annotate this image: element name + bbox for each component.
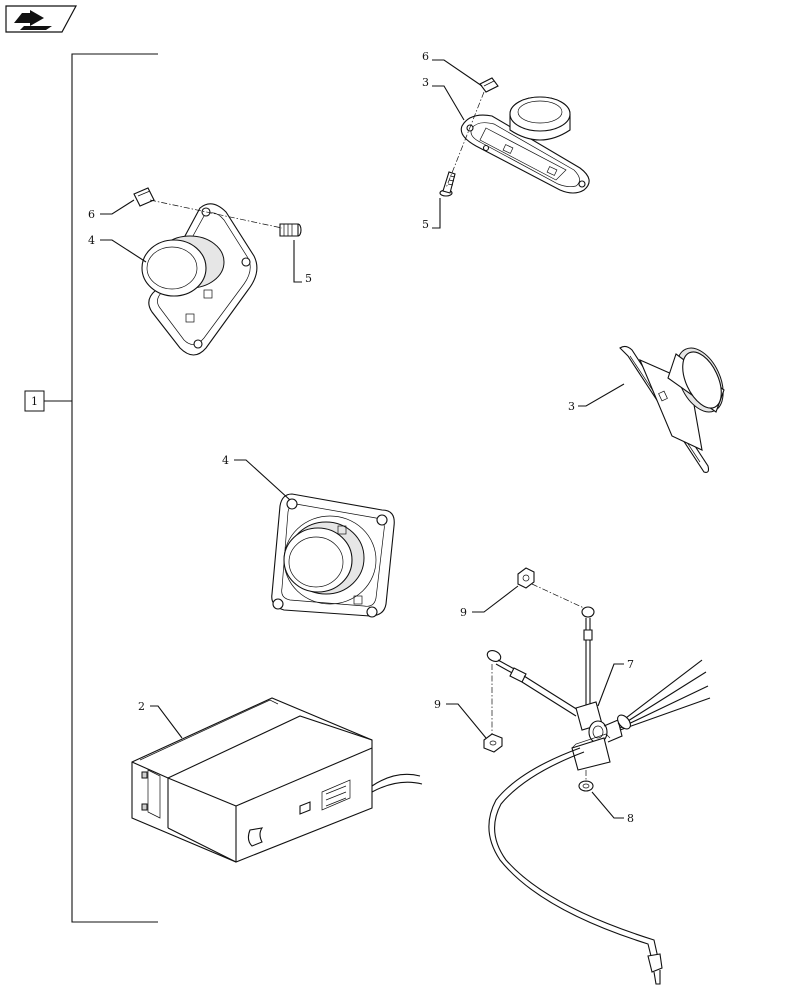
callout-speaker-top-right-screw: 5 bbox=[422, 218, 429, 231]
callout-antenna-cable: 7 bbox=[627, 658, 634, 671]
clip-left bbox=[133, 187, 155, 207]
callout-speaker-left-clip: 6 bbox=[88, 208, 95, 221]
group-bracket: 1 bbox=[24, 53, 158, 923]
callout-speaker-side: 3 bbox=[568, 400, 575, 413]
callout-antenna-nut-bottom: 9 bbox=[434, 698, 441, 711]
callout-antenna-washer: 8 bbox=[627, 812, 634, 825]
antenna-assembly bbox=[483, 567, 711, 985]
speaker-top-right bbox=[460, 96, 590, 194]
callout-radio: 2 bbox=[138, 700, 145, 713]
callout-speaker-top-right: 3 bbox=[422, 76, 429, 89]
clip-top-right bbox=[479, 77, 499, 93]
screw-left bbox=[279, 223, 302, 237]
group-label: 1 bbox=[31, 395, 38, 408]
callout-speaker-front: 4 bbox=[222, 454, 229, 467]
speaker-front bbox=[271, 493, 395, 618]
callout-antenna-nut-top: 9 bbox=[460, 606, 467, 619]
callout-speaker-left: 4 bbox=[88, 234, 95, 247]
navigation-arrow-icon[interactable] bbox=[5, 5, 78, 33]
speaker-side bbox=[619, 345, 725, 473]
speaker-left bbox=[141, 203, 258, 356]
callout-speaker-top-right-clip: 6 bbox=[422, 50, 429, 63]
radio-unit bbox=[131, 697, 423, 863]
callout-speaker-left-screw: 5 bbox=[305, 272, 312, 285]
screw-top-right bbox=[439, 171, 456, 197]
